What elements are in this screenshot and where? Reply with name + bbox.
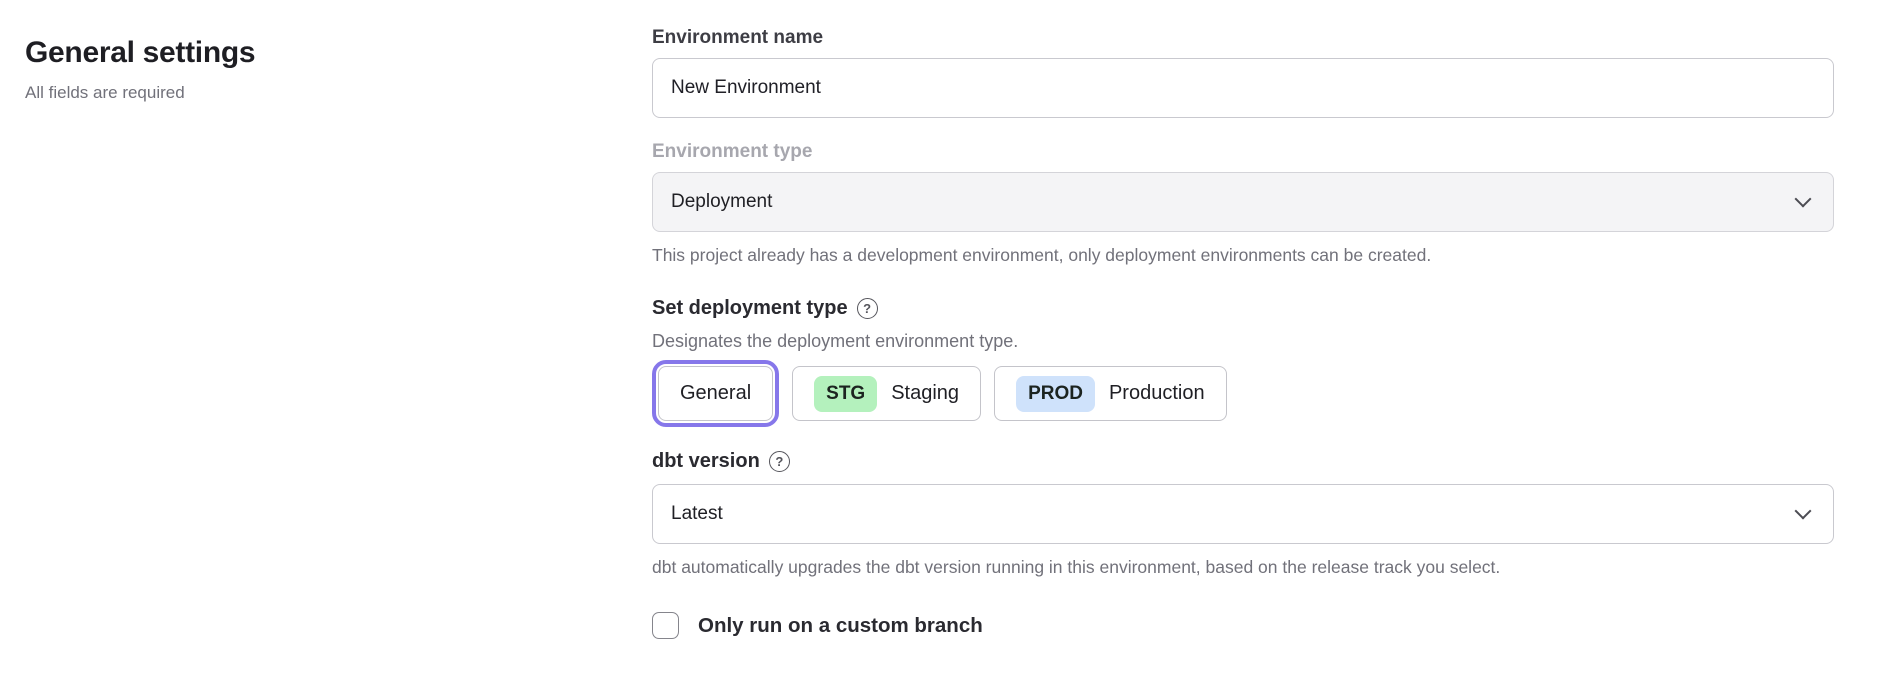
- deployment-type-production-button[interactable]: PROD Production: [994, 366, 1227, 421]
- environment-type-label: Environment type: [652, 141, 813, 162]
- environment-type-helper: This project already has a development e…: [652, 245, 1432, 265]
- environment-name-label: Environment name: [652, 27, 824, 48]
- deployment-type-general-label: General: [680, 382, 752, 404]
- page: General settings All fields are required…: [0, 0, 1834, 639]
- custom-branch-label[interactable]: Only run on a custom branch: [698, 613, 983, 637]
- chevron-down-icon: [1794, 190, 1812, 208]
- page-subtitle: All fields are required: [25, 83, 185, 102]
- dbt-version-select[interactable]: Latest: [652, 484, 1834, 544]
- dbt-version-section: dbt version ? Latest dbt automatically u…: [652, 450, 1834, 578]
- deployment-type-staging-label: Staging: [891, 382, 960, 404]
- environment-name-input[interactable]: [652, 58, 1834, 118]
- environment-type-group: Environment type Deployment This project…: [652, 141, 1834, 266]
- deployment-type-general-button[interactable]: General: [651, 360, 780, 427]
- page-title: General settings: [25, 36, 256, 69]
- deployment-type-description: Designates the deployment environment ty…: [652, 331, 1019, 351]
- help-icon[interactable]: ?: [856, 298, 878, 319]
- dbt-version-helper: dbt automatically upgrades the dbt versi…: [652, 557, 1501, 577]
- settings-header: General settings All fields are required: [0, 0, 652, 639]
- chevron-down-icon: [1794, 502, 1812, 520]
- help-icon[interactable]: ?: [768, 451, 790, 472]
- staging-badge: STG: [814, 375, 878, 412]
- deployment-type-options: General STG Staging PROD Production: [651, 360, 1834, 427]
- dbt-version-value: Latest: [671, 503, 723, 524]
- environment-type-value: Deployment: [671, 191, 773, 212]
- environment-type-select: Deployment: [652, 172, 1834, 232]
- deployment-type-staging-button[interactable]: STG Staging: [792, 366, 982, 421]
- deployment-type-section: Set deployment type ? Designates the dep…: [651, 297, 1834, 427]
- dbt-version-heading: dbt version ?: [652, 450, 1834, 473]
- deployment-type-production-label: Production: [1108, 382, 1205, 404]
- deployment-type-heading: Set deployment type ?: [652, 297, 1834, 320]
- production-badge: PROD: [1016, 375, 1095, 412]
- custom-branch-row: Only run on a custom branch: [652, 612, 1834, 639]
- custom-branch-checkbox[interactable]: [652, 612, 679, 639]
- dbt-version-label: dbt version: [652, 450, 760, 472]
- deployment-type-label: Set deployment type: [652, 297, 848, 319]
- environment-form: Environment name Environment type Deploy…: [651, 0, 1834, 639]
